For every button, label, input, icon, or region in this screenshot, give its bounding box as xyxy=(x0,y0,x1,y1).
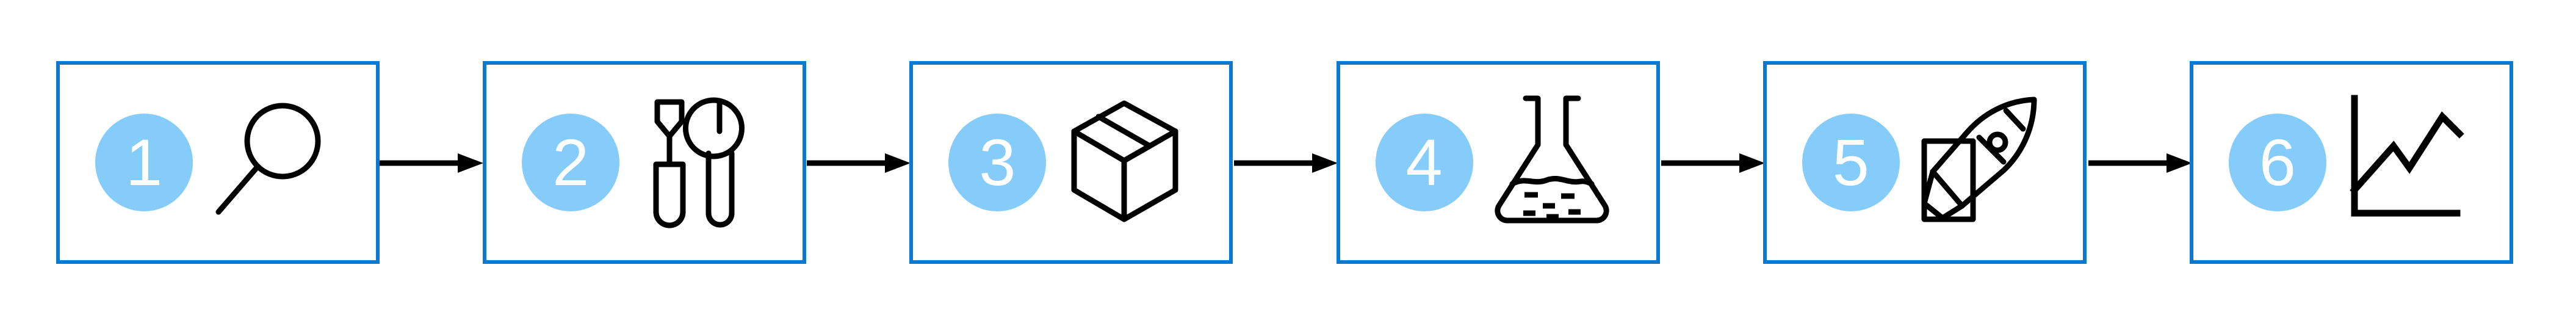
step-number-label-6: 6 xyxy=(2259,125,2296,199)
step-number-badge-6: 6 xyxy=(2228,114,2326,211)
process-step-card-6[interactable]: 6 xyxy=(2189,61,2513,264)
line-chart-icon xyxy=(2341,92,2469,233)
step-number-badge-3: 3 xyxy=(948,114,1047,211)
step-number-badge-1: 1 xyxy=(95,114,193,211)
screwdriver-wrench-icon xyxy=(634,92,762,233)
process-step-card-5[interactable]: 5 xyxy=(1762,61,2087,264)
step-number-badge-5: 5 xyxy=(1802,114,1900,211)
process-step-card-1[interactable]: 1 xyxy=(56,61,380,264)
package-box-icon xyxy=(1061,92,1189,233)
magnifying-glass-icon xyxy=(207,92,336,233)
process-step-card-4[interactable]: 4 xyxy=(1336,61,1660,264)
process-step-card-2[interactable]: 2 xyxy=(483,61,807,264)
step-number-label-3: 3 xyxy=(979,125,1016,199)
rocket-icon xyxy=(1914,92,2043,233)
step-number-badge-2: 2 xyxy=(522,114,620,211)
step-number-label-4: 4 xyxy=(1405,125,1443,199)
process-step-card-3[interactable]: 3 xyxy=(909,61,1233,264)
erlenmeyer-flask-icon xyxy=(1488,92,1616,233)
step-number-label-1: 1 xyxy=(125,125,163,199)
process-step-row: 1 2 xyxy=(56,61,2513,264)
step-number-label-2: 2 xyxy=(552,125,590,199)
step-number-badge-4: 4 xyxy=(1375,114,1473,211)
step-number-label-5: 5 xyxy=(1832,125,1869,199)
